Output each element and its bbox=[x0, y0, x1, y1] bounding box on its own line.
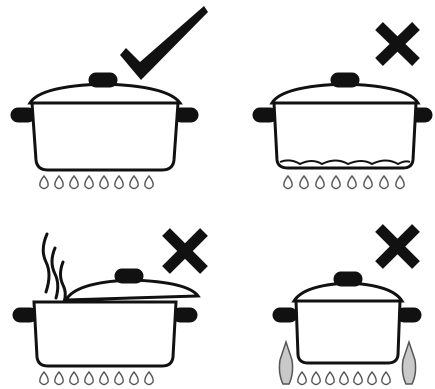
flame-icon bbox=[100, 372, 108, 385]
pot-body bbox=[274, 103, 416, 168]
flame-icon bbox=[380, 176, 388, 189]
flame-icon bbox=[55, 372, 63, 385]
burner-flames bbox=[284, 176, 404, 189]
flame-icon bbox=[396, 176, 404, 189]
flame-icon bbox=[316, 176, 324, 189]
burner-flames bbox=[298, 372, 390, 385]
flame-icon bbox=[130, 372, 138, 385]
flame-icon bbox=[298, 372, 306, 385]
cross-mark-icon bbox=[379, 228, 416, 265]
pot bbox=[12, 74, 197, 170]
lid-knob bbox=[332, 74, 358, 86]
flame-icon bbox=[40, 176, 48, 189]
steam-icon bbox=[43, 234, 65, 302]
flame-icon bbox=[340, 372, 348, 385]
flame-icon bbox=[115, 176, 123, 189]
flame-icon bbox=[354, 372, 362, 385]
lid-knob bbox=[116, 270, 142, 282]
cross-mark-icon bbox=[379, 26, 416, 62]
pot bbox=[254, 74, 431, 168]
check-mark-icon bbox=[120, 6, 208, 80]
pot-handle-right bbox=[174, 309, 196, 321]
lid-knob bbox=[90, 74, 116, 86]
flame-icon bbox=[145, 372, 153, 385]
pot bbox=[14, 270, 198, 366]
pot-body bbox=[32, 103, 178, 170]
panel-flame-too-high bbox=[274, 228, 420, 385]
flame-icon bbox=[70, 176, 78, 189]
pot-handle-left bbox=[12, 109, 34, 121]
flame-icon bbox=[85, 372, 93, 385]
cross-mark-icon bbox=[166, 232, 204, 270]
pot-handle-left bbox=[254, 109, 276, 121]
burner-flames bbox=[40, 372, 153, 385]
flame-icon bbox=[382, 372, 390, 385]
flame-icon bbox=[284, 176, 292, 189]
flame-icon bbox=[364, 176, 372, 189]
panel-correct bbox=[12, 6, 208, 189]
flame-icon bbox=[100, 176, 108, 189]
flame-icon bbox=[312, 372, 320, 385]
flame-icon bbox=[40, 372, 48, 385]
pot-handle-left bbox=[274, 309, 296, 321]
pot bbox=[274, 273, 420, 363]
burner-flames bbox=[40, 176, 153, 189]
panel-pot-too-small bbox=[254, 26, 431, 189]
tall-flame-right bbox=[402, 342, 415, 384]
flame-icon bbox=[145, 176, 153, 189]
tall-flame-left bbox=[279, 342, 292, 384]
pot-handle-right bbox=[398, 309, 420, 321]
flame-icon bbox=[368, 372, 376, 385]
flame-icon bbox=[85, 176, 93, 189]
flame-icon bbox=[70, 372, 78, 385]
pot-body bbox=[296, 301, 400, 363]
panel-lid-ajar bbox=[14, 232, 204, 385]
lid-knob bbox=[335, 273, 361, 285]
pot-body bbox=[34, 302, 176, 366]
flame-icon bbox=[300, 176, 308, 189]
flame-icon bbox=[55, 176, 63, 189]
flame-icon bbox=[332, 176, 340, 189]
pot-handle-left bbox=[14, 309, 36, 321]
flame-icon bbox=[115, 372, 123, 385]
flame-icon bbox=[130, 176, 138, 189]
flame-icon bbox=[348, 176, 356, 189]
flame-icon bbox=[326, 372, 334, 385]
